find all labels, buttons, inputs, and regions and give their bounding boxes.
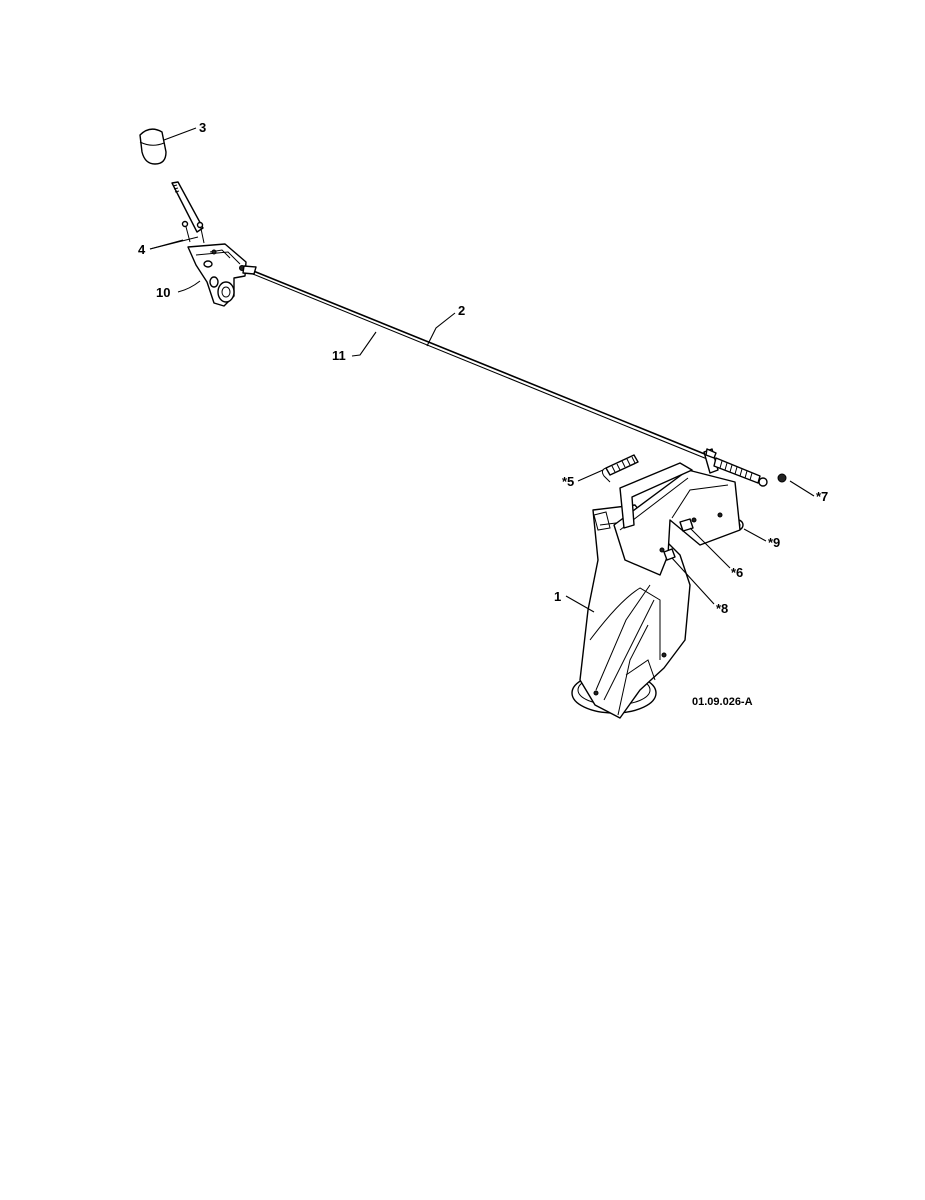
shift-lever-rod [171,181,204,233]
leader-4b [149,236,199,250]
cable-threaded-end [703,448,768,487]
callout-5: *5 [562,474,574,489]
callout-1: 1 [554,589,561,604]
leader-6 [689,527,731,569]
leader-10 [177,280,201,293]
callout-2: 2 [458,303,465,318]
callout-3: 3 [199,120,206,135]
leader-2 [426,312,456,347]
leader-8 [671,557,715,605]
leader-3 [163,127,197,141]
leader-11 [351,331,377,357]
callout-10: 10 [156,285,170,300]
spring [601,454,639,483]
shift-knob [139,128,167,165]
callout-8: *8 [716,601,728,616]
figure-id: 01.09.026-A [692,696,753,708]
leader-7 [789,480,815,497]
callout-4: 4 [138,242,146,257]
nut-7 [777,473,787,483]
callout-11: 11 [332,348,346,363]
leader-1 [565,595,595,613]
leader-5 [577,469,604,482]
shift-cable [242,265,713,462]
callout-7: *7 [816,489,828,504]
callout-6: *6 [731,565,743,580]
discharge-chute [571,462,741,719]
callout-9: *9 [768,535,780,550]
screws [181,220,205,244]
leader-9 [743,528,767,542]
shift-bracket [187,243,247,307]
